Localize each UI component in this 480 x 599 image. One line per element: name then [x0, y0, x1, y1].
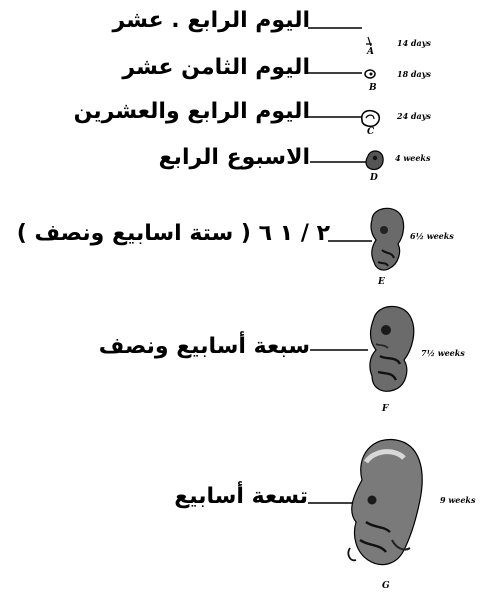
stage-e-label: ٢ / ١ ٦ ( ستة اسابيع ونصف ) — [17, 223, 330, 245]
stage-a-age: 14 days — [397, 39, 431, 47]
embryo-a-illustration — [366, 37, 372, 46]
embryo-b-illustration — [365, 70, 375, 78]
stage-b-label: اليوم الثامن عشر — [122, 57, 310, 79]
stage-f-age: 7½ weeks — [421, 349, 465, 357]
stage-g-label: تسعة أسابيع — [174, 486, 308, 508]
stage-d-label: الاسبوع الرابع — [159, 147, 310, 169]
stage-f-label: سبعة أسابيع ونصف — [99, 336, 310, 358]
stage-g-letter: G — [382, 582, 390, 591]
stage-c-age: 24 days — [397, 112, 431, 120]
stage-a-letter: A — [367, 48, 374, 57]
stage-b-letter: B — [369, 84, 377, 93]
stage-d-letter: D — [370, 174, 378, 183]
embryo-d-illustration — [366, 151, 383, 169]
embryo-g-illustration — [348, 439, 422, 564]
embryo-c-illustration — [362, 111, 379, 127]
stage-c-letter: C — [367, 128, 374, 137]
embryo-f-illustration — [370, 306, 414, 391]
stage-g-age: 9 weeks — [440, 496, 475, 504]
stage-e-letter: E — [378, 278, 385, 287]
stage-d-age: 4 weeks — [395, 154, 430, 162]
embryo-e-illustration — [371, 208, 404, 270]
stage-a-label: اليوم الرابع . عشر — [113, 10, 310, 32]
stage-c-label: اليوم الرابع والعشرين — [74, 101, 310, 123]
stage-f-letter: F — [382, 405, 388, 414]
stage-e-age: 6½ weeks — [410, 232, 454, 240]
stage-b-age: 18 days — [397, 70, 431, 78]
